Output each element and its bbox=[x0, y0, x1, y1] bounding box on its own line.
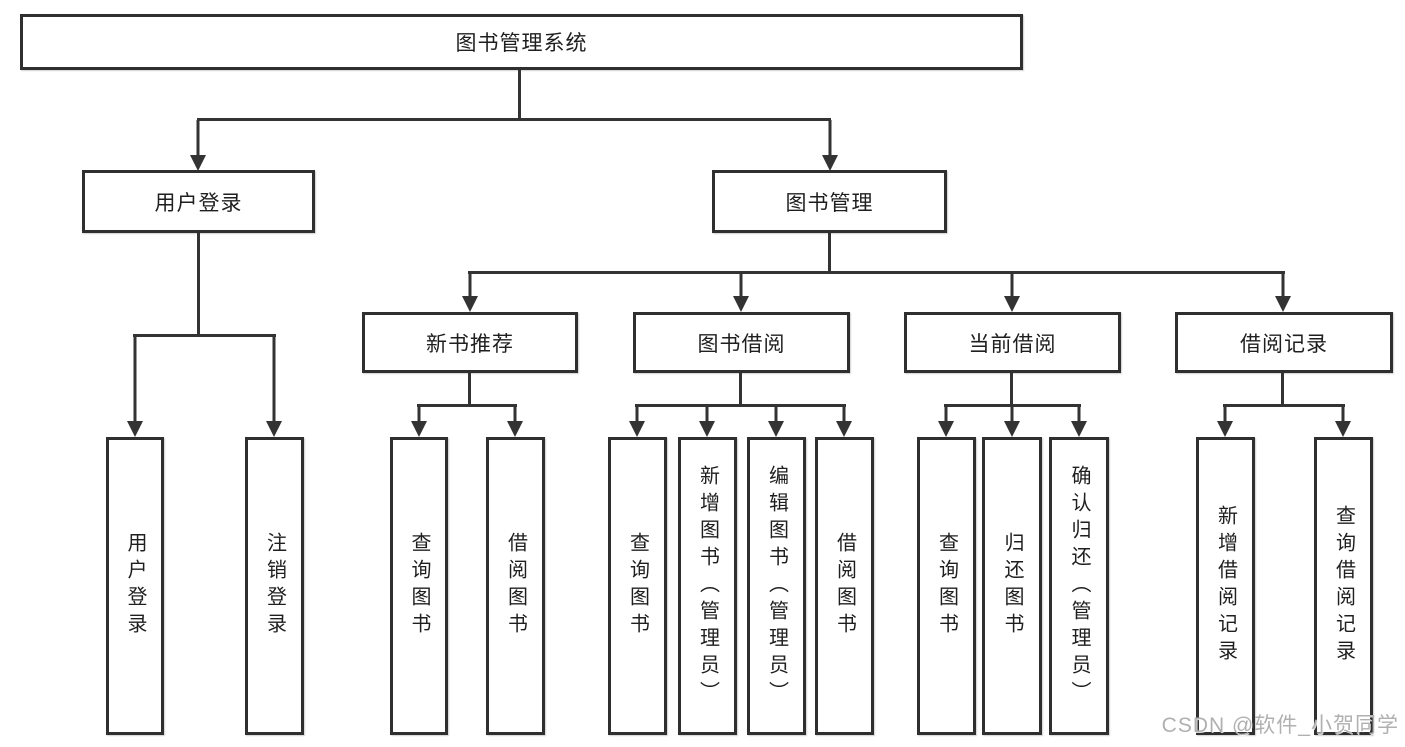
arrow-down-icon bbox=[266, 337, 282, 437]
arrow-down-icon bbox=[1071, 407, 1087, 437]
leaf-query-book-label: 查询图书 bbox=[626, 532, 649, 640]
leaf-return-book-label: 归还图书 bbox=[1001, 532, 1023, 640]
node-book-management-label: 图书管理 bbox=[785, 191, 874, 215]
leaf-borrow-book-1: 借阅图书 bbox=[486, 437, 545, 735]
node-current-borrow: 当前借阅 bbox=[904, 312, 1121, 373]
leaf-user-login-label: 用户登录 bbox=[124, 532, 146, 640]
leaf-borrow-book-label: 借阅图书 bbox=[504, 532, 527, 640]
leaf-borrow-book-2: 借阅图书 bbox=[815, 437, 874, 735]
arrow-down-icon bbox=[190, 120, 206, 171]
connector-book-borrow-branch bbox=[635, 404, 846, 407]
arrow-down-icon bbox=[836, 407, 852, 437]
arrow-down-icon bbox=[938, 407, 954, 437]
connector-borrow-records-branch bbox=[1223, 404, 1345, 407]
leaf-logout: 注销登录 bbox=[245, 437, 304, 735]
arrow-down-icon bbox=[1275, 274, 1291, 312]
node-root-label: 图书管理系统 bbox=[455, 32, 588, 55]
arrow-down-icon bbox=[822, 120, 838, 171]
connector-book-mgmt-branch bbox=[468, 271, 1285, 274]
leaf-confirm-return-admin: 确认归还（管理员） bbox=[1049, 437, 1109, 735]
arrow-down-icon bbox=[1217, 407, 1233, 437]
connector-user-login-stem bbox=[197, 233, 200, 336]
connector-user-login-branch bbox=[133, 334, 276, 337]
arrow-down-icon bbox=[1335, 407, 1351, 437]
leaf-query-book-3: 查询图书 bbox=[917, 437, 976, 735]
connector-new-book-branch bbox=[417, 404, 517, 407]
node-borrow-records-label: 借阅记录 bbox=[1240, 332, 1328, 356]
leaf-query-book-label: 查询图书 bbox=[408, 532, 430, 640]
leaf-borrow-book-label: 借阅图书 bbox=[833, 532, 856, 640]
leaf-return-book: 归还图书 bbox=[982, 437, 1042, 735]
node-book-borrow-label: 图书借阅 bbox=[697, 332, 786, 356]
node-new-book-recommend: 新书推荐 bbox=[362, 312, 578, 373]
connector-new-book-stem bbox=[468, 373, 471, 407]
leaf-query-book-label: 查询图书 bbox=[935, 532, 958, 640]
leaf-query-book-1: 查询图书 bbox=[390, 437, 448, 735]
arrow-down-icon bbox=[699, 407, 715, 437]
node-current-borrow-label: 当前借阅 bbox=[968, 332, 1057, 356]
leaf-query-borrow-record: 查询借阅记录 bbox=[1314, 437, 1373, 735]
leaf-logout-label: 注销登录 bbox=[263, 532, 286, 640]
node-user-login: 用户登录 bbox=[82, 170, 315, 233]
leaf-add-book-admin-label: 新增图书（管理员） bbox=[696, 464, 719, 708]
connector-current-borrow-stem bbox=[1010, 373, 1013, 407]
connector-current-borrow-branch bbox=[944, 404, 1081, 407]
arrow-down-icon bbox=[462, 274, 478, 312]
arrow-down-icon bbox=[127, 337, 143, 437]
leaf-add-book-admin: 新增图书（管理员） bbox=[678, 437, 737, 735]
leaf-edit-book-admin: 编辑图书（管理员） bbox=[747, 437, 806, 735]
watermark: CSDN @软件_小贺同学 bbox=[1161, 714, 1399, 737]
node-borrow-records: 借阅记录 bbox=[1175, 312, 1393, 373]
node-user-login-label: 用户登录 bbox=[154, 191, 243, 215]
connector-borrow-records-stem bbox=[1281, 373, 1284, 407]
leaf-query-borrow-record-label: 查询借阅记录 bbox=[1332, 505, 1355, 667]
arrow-down-icon bbox=[1004, 274, 1020, 312]
leaf-confirm-return-admin-label: 确认归还（管理员） bbox=[1068, 464, 1090, 708]
connector-root-branch bbox=[197, 118, 831, 121]
arrow-down-icon bbox=[507, 407, 523, 437]
node-book-borrow: 图书借阅 bbox=[633, 312, 850, 373]
arrow-down-icon bbox=[768, 407, 784, 437]
connector-book-mgmt-stem bbox=[828, 233, 831, 273]
arrow-down-icon bbox=[1004, 407, 1020, 437]
leaf-add-borrow-record: 新增借阅记录 bbox=[1196, 437, 1255, 735]
node-book-management: 图书管理 bbox=[712, 170, 947, 233]
arrow-down-icon bbox=[733, 274, 749, 312]
leaf-query-book-2: 查询图书 bbox=[608, 437, 667, 735]
connector-root-stem bbox=[518, 70, 521, 120]
connector-book-borrow-stem bbox=[739, 373, 742, 407]
leaf-user-login: 用户登录 bbox=[106, 437, 164, 735]
node-root: 图书管理系统 bbox=[20, 14, 1023, 70]
node-new-book-recommend-label: 新书推荐 bbox=[426, 332, 514, 356]
arrow-down-icon bbox=[411, 407, 427, 437]
leaf-add-borrow-record-label: 新增借阅记录 bbox=[1214, 505, 1237, 667]
leaf-edit-book-admin-label: 编辑图书（管理员） bbox=[765, 464, 788, 708]
arrow-down-icon bbox=[629, 407, 645, 437]
